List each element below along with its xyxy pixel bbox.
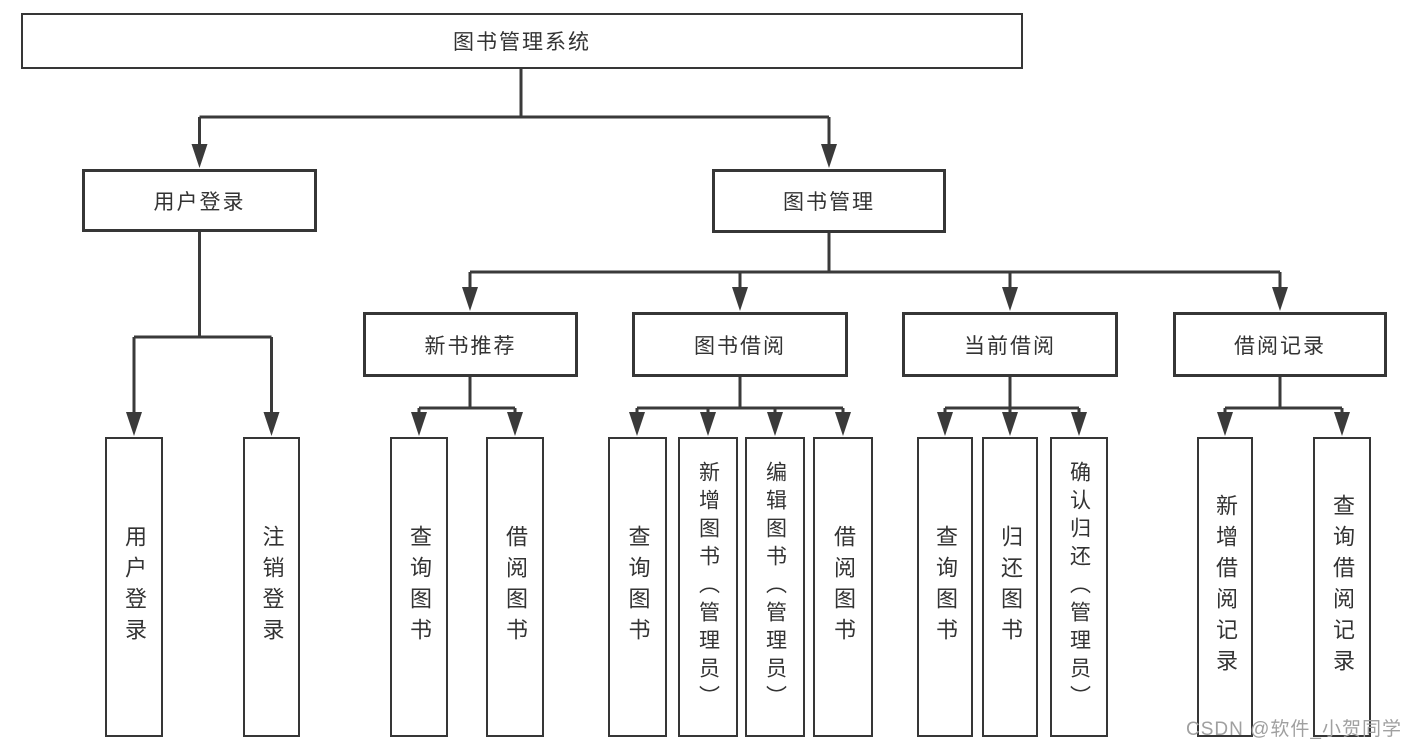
leaf-query-books-current: 查询图书 [917,437,973,737]
leaf-user-login: 用户登录 [105,437,163,737]
node-current-borrow: 当前借阅 [902,312,1118,377]
leaf-add-borrow-record: 新增借阅记录 [1197,437,1253,737]
leaf-query-borrow-record: 查询借阅记录 [1313,437,1371,737]
leaf-query-books-borrow: 查询图书 [608,437,667,737]
leaf-borrow-books: 借阅图书 [813,437,873,737]
leaf-logout: 注销登录 [243,437,300,737]
watermark-text: CSDN @软件_小贺同学 [1186,719,1402,740]
leaf-return-books: 归还图书 [982,437,1038,737]
node-new-book-recommend: 新书推荐 [363,312,578,377]
node-user-login: 用户登录 [82,169,317,232]
node-library-system: 图书管理系统 [21,13,1023,69]
leaf-confirm-return-admin: 确认归还（管理员） [1050,437,1108,737]
leaf-query-books-recommend: 查询图书 [390,437,448,737]
node-borrow-record: 借阅记录 [1173,312,1387,377]
leaf-add-books-admin: 新增图书（管理员） [678,437,738,737]
leaf-borrow-books-recommend: 借阅图书 [486,437,544,737]
node-book-borrow: 图书借阅 [632,312,848,377]
node-book-management: 图书管理 [712,169,946,233]
leaf-edit-books-admin: 编辑图书（管理员） [745,437,805,737]
